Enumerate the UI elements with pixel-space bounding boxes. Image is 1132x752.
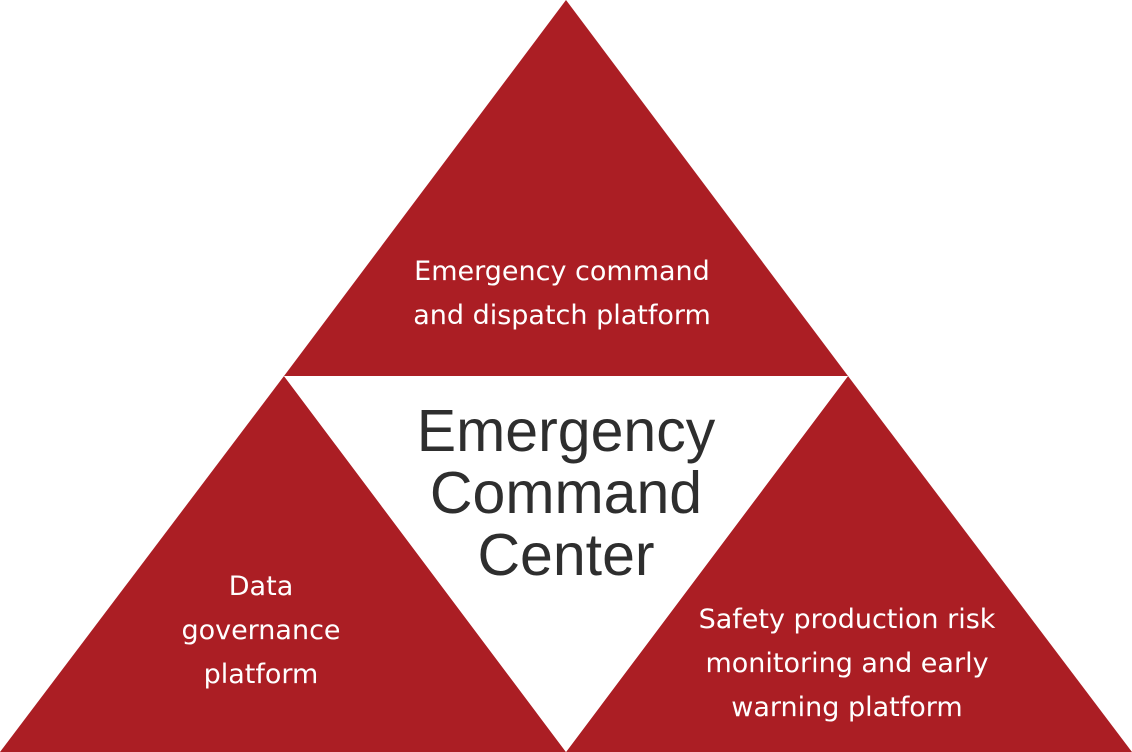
left-platform-label: Data governance platform xyxy=(120,565,402,697)
center-title-line: Command xyxy=(429,460,703,526)
top-triangle xyxy=(284,0,848,376)
top-platform-label-line: and dispatch platform xyxy=(413,300,711,331)
left-platform-label-line: governance xyxy=(181,615,341,646)
left-platform-label-line: Data xyxy=(228,571,294,602)
top-platform-label: Emergency command and dispatch platform xyxy=(362,250,762,338)
left-platform-label-line: platform xyxy=(203,659,319,690)
right-triangle xyxy=(566,376,1132,752)
left-triangle xyxy=(0,376,566,752)
center-inverted-triangle xyxy=(284,376,848,752)
right-platform-label-line: monitoring and early xyxy=(705,648,989,679)
center-title-line: Emergency xyxy=(416,398,716,464)
right-platform-label: Safety production risk monitoring and ea… xyxy=(647,598,1047,730)
top-platform-label-line: Emergency command xyxy=(414,256,710,287)
right-platform-label-line: warning platform xyxy=(731,692,963,723)
center-title-line: Center xyxy=(477,522,655,588)
center-title: Emergency Command Center xyxy=(356,400,776,586)
right-platform-label-line: Safety production risk xyxy=(698,604,996,635)
